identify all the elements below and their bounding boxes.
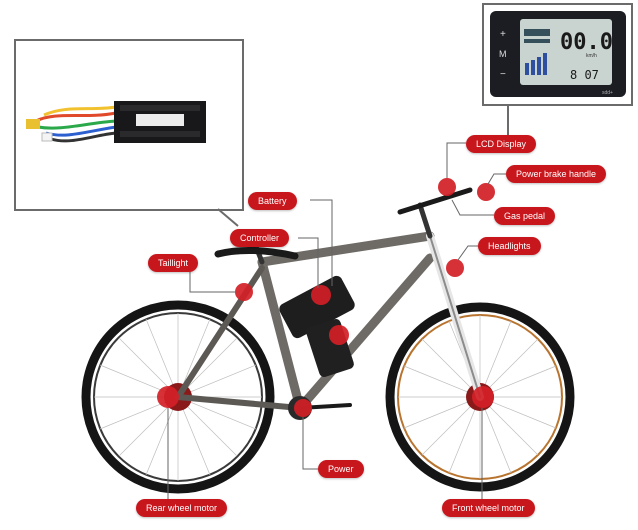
lcd-minus-button: − (500, 69, 506, 80)
label-lcd-display: LCD Display (466, 135, 537, 153)
controller-box-icon (26, 101, 206, 143)
lcd-m-button: M (499, 49, 507, 59)
lcd-odometer-readout: 8 07 (570, 68, 599, 82)
label-headlights: Headlights (478, 237, 541, 255)
label-controller: Controller (230, 229, 290, 247)
controller-inset-connector (217, 208, 239, 227)
label-rear-wheel-motor: Rear wheel motor (136, 499, 228, 517)
lcd-speed-readout: 00.0 (560, 30, 613, 55)
label-gas-pedal: Gas pedal (494, 207, 556, 225)
controller-inset (14, 39, 244, 211)
battery-pack (279, 275, 355, 339)
lcd-inset: + M − 00.0 km/h 8 07 sdd+ (482, 3, 633, 106)
lcd-speed-unit: km/h (586, 53, 597, 59)
leader-lines (167, 142, 510, 508)
hotspots (157, 178, 495, 417)
controller-bag (306, 319, 354, 377)
label-power: Power (318, 460, 364, 478)
lcd-plus-button: + (500, 29, 506, 40)
label-front-wheel-motor: Front wheel motor (442, 499, 535, 517)
label-battery: Battery (248, 192, 297, 210)
lcd-brand-mark: sdd+ (602, 90, 613, 96)
label-power-brake-handle: Power brake handle (506, 165, 607, 183)
label-taillight: Taillight (148, 254, 199, 272)
lcd-display-icon: + M − 00.0 km/h 8 07 sdd+ (490, 11, 626, 97)
